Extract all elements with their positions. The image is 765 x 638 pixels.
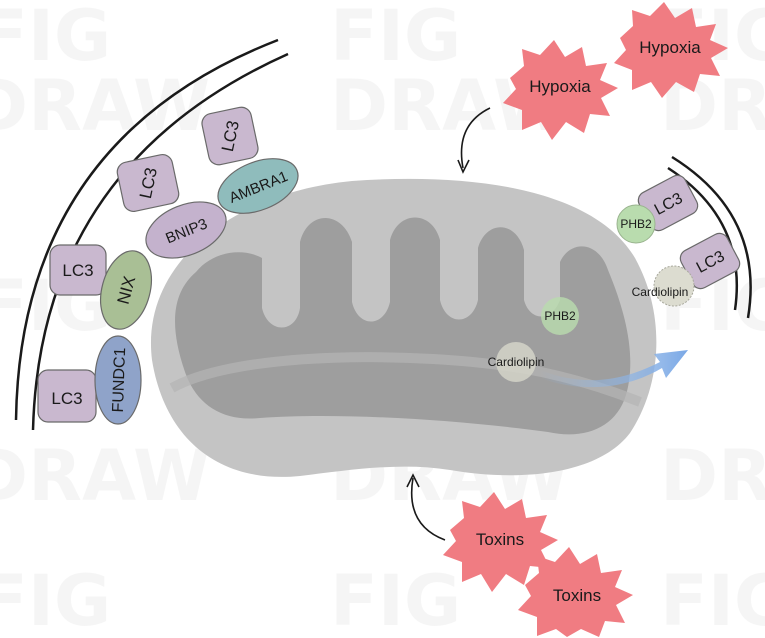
nix-receptor <box>100 250 152 330</box>
lc3-label: LC3 <box>51 389 82 408</box>
fundc1-label: FUNDC1 <box>110 347 129 413</box>
cardiolipin-circle <box>653 265 695 307</box>
receptor-fundc1-group: LC3 FUNDC1 <box>37 335 142 425</box>
toxins-label: Toxins <box>476 530 524 549</box>
receptor-bnip3-group: LC3 BNIP3 <box>116 153 227 259</box>
receptor-ambra1-group: LC3 AMBRA1 <box>201 106 299 214</box>
hypoxia-arrow <box>460 107 491 169</box>
watermark-text: DRAW <box>0 65 210 147</box>
bnip3-receptor <box>145 201 227 259</box>
outer-phb2-group: LC3 PHB2 <box>616 174 699 244</box>
cardiolipin-circle <box>496 342 536 382</box>
watermark-text: FIG <box>0 560 111 638</box>
cardiolipin-label: Cardiolipin <box>632 285 689 299</box>
cardiolipin-label: Cardiolipin <box>488 355 545 369</box>
starburst-shape <box>614 2 728 98</box>
phb2-label: PHB2 <box>620 217 652 231</box>
toxins-label: Toxins <box>553 586 601 605</box>
starburst-shape <box>503 40 618 140</box>
watermark-text: FIG <box>660 560 765 638</box>
fundc1-receptor <box>94 335 142 425</box>
starburst-shape <box>443 492 558 592</box>
inner-cardiolipin: Cardiolipin <box>488 342 545 382</box>
ambra1-receptor <box>217 158 299 214</box>
phb2-circle <box>541 297 579 335</box>
lc3-box <box>116 153 180 213</box>
phagophore-right-outer-arc <box>671 155 752 319</box>
stimulus-arrows <box>406 107 491 541</box>
watermark-text: DRAW <box>660 435 765 517</box>
stimulus-hypoxia-1: Hypoxia <box>503 40 618 140</box>
outer-cardiolipin-group: LC3 Cardiolipin <box>632 232 741 307</box>
stimulus-toxins-1: Toxins <box>443 492 558 592</box>
hypoxia-label: Hypoxia <box>639 38 701 57</box>
lc3-box <box>49 244 107 296</box>
externalization-arrow <box>540 350 688 388</box>
lc3-label: LC3 <box>62 261 93 280</box>
cristae-space-band <box>169 352 642 407</box>
phb2-circle <box>616 204 656 244</box>
inner-phb2: PHB2 <box>541 297 579 335</box>
starburst-shape <box>518 547 633 637</box>
toxins-arrowhead <box>406 473 420 488</box>
phagophore-outer-arc <box>14 38 279 421</box>
hypoxia-label: Hypoxia <box>529 77 591 96</box>
toxins-arrow <box>410 477 446 541</box>
watermark-text: DRAW <box>0 435 210 517</box>
watermark-text: FIG <box>330 560 461 638</box>
lc3-box <box>201 106 259 166</box>
mitochondrion <box>150 178 657 477</box>
receptor-nix-group: LC3 NIX <box>49 244 152 330</box>
phagophore-inner-arc <box>31 52 289 431</box>
hypoxia-arrowhead <box>457 159 470 174</box>
stimulus-toxins-2: Toxins <box>518 547 633 637</box>
phagophore-left <box>14 38 289 431</box>
phb2-label: PHB2 <box>544 309 576 323</box>
stimulus-hypoxia-2: Hypoxia <box>614 2 728 98</box>
